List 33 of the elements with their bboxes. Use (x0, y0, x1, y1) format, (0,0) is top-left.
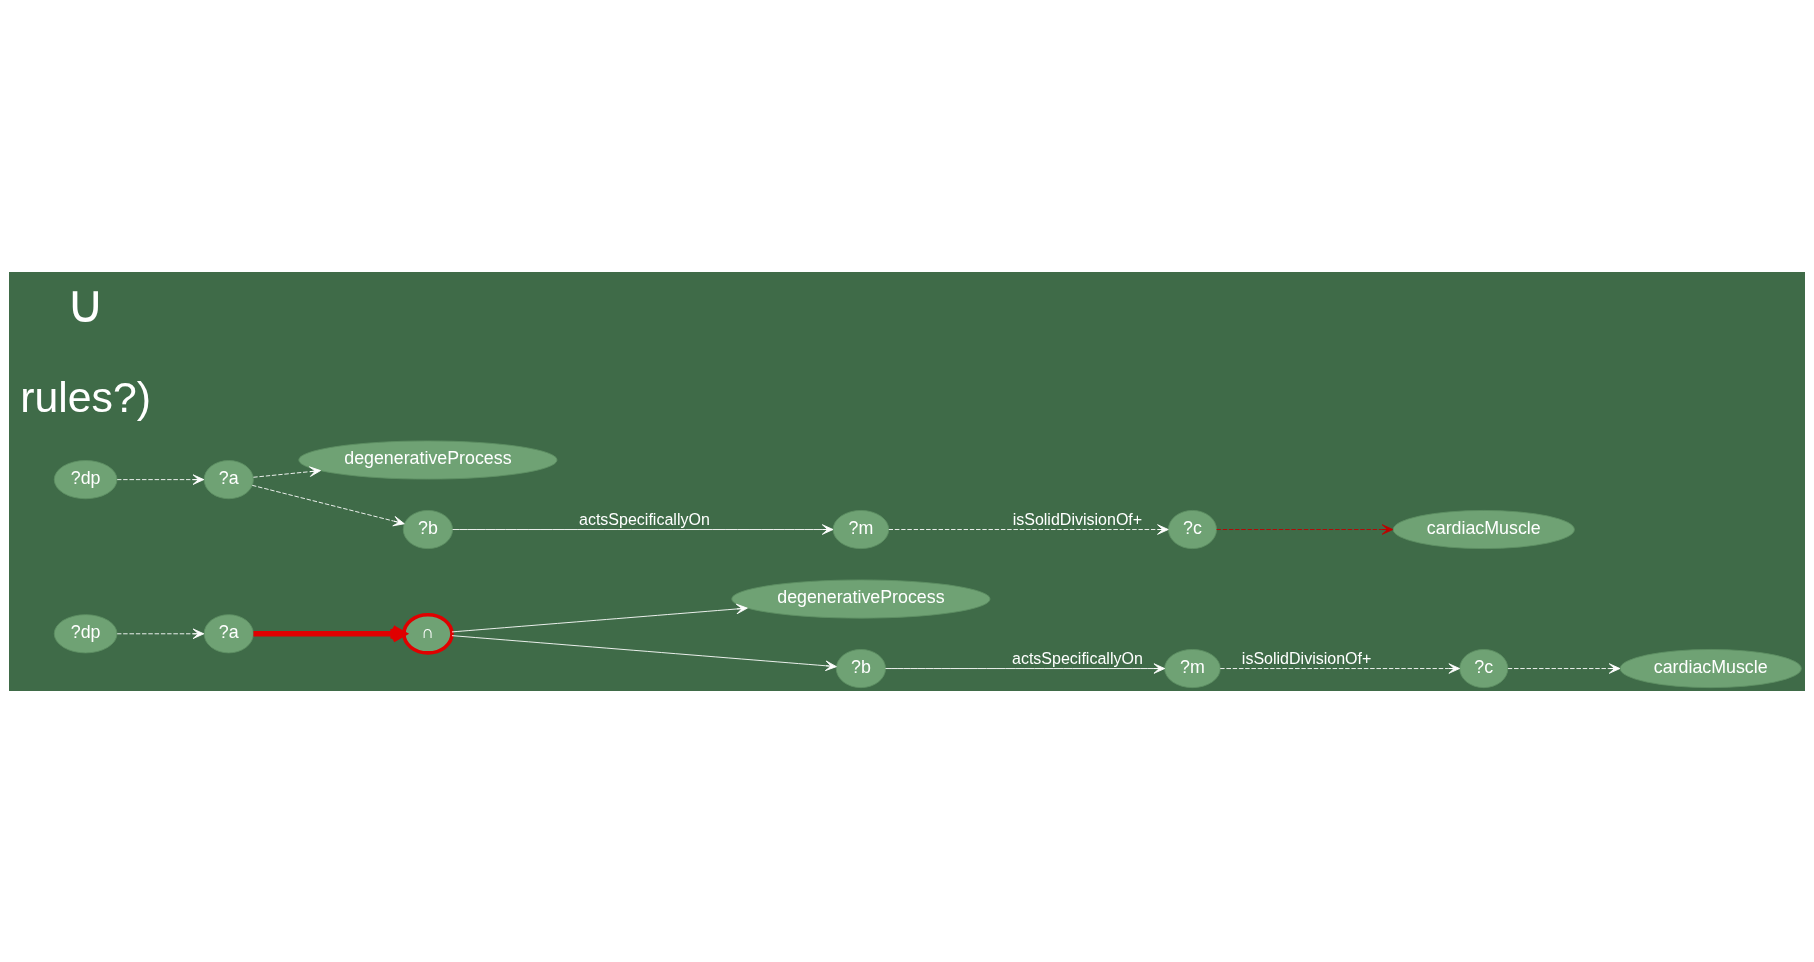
node-ellipse: ?dp (53, 459, 118, 499)
arrow (116, 628, 205, 639)
node-ellipse: cardiacMuscle (1392, 509, 1575, 549)
node-ellipse: ?b (402, 509, 453, 549)
label: ∪ (66, 273, 106, 333)
node-ellipse: ?a (203, 613, 254, 653)
arrow (253, 624, 407, 642)
node-ellipse: ?c (1459, 648, 1509, 688)
arrow (1507, 662, 1621, 674)
arrow (1219, 662, 1460, 674)
node-ellipse: cardiacMuscle (1619, 648, 1802, 688)
node-ellipse: ?dp (53, 613, 118, 653)
node-ellipse: ?b (835, 648, 886, 688)
arrow (253, 465, 321, 478)
node-ellipse: ?a (203, 459, 254, 499)
arrow (451, 634, 837, 671)
node-ellipse: degenerativeProcess (731, 579, 991, 619)
edge-label: isSolidDivisionOf+ (1012, 509, 1143, 528)
arrow (885, 662, 1166, 674)
node-ellipse: ∩ (402, 612, 454, 655)
node-ellipse: ?c (1167, 509, 1217, 549)
edge-label: isSolidDivisionOf+ (1241, 648, 1372, 667)
arrow (116, 473, 205, 485)
node-ellipse: ?m (832, 509, 890, 549)
node-ellipse: ?m (1164, 648, 1221, 688)
arrow (888, 523, 1169, 535)
edge-label: actsSpecificallyOn (1011, 648, 1143, 667)
arrow (251, 484, 405, 526)
arrow (1216, 523, 1394, 535)
edge-label: actsSpecificallyOn (578, 509, 710, 528)
arrow (451, 603, 748, 632)
arrow (452, 523, 834, 535)
label: rules?) (20, 372, 151, 421)
